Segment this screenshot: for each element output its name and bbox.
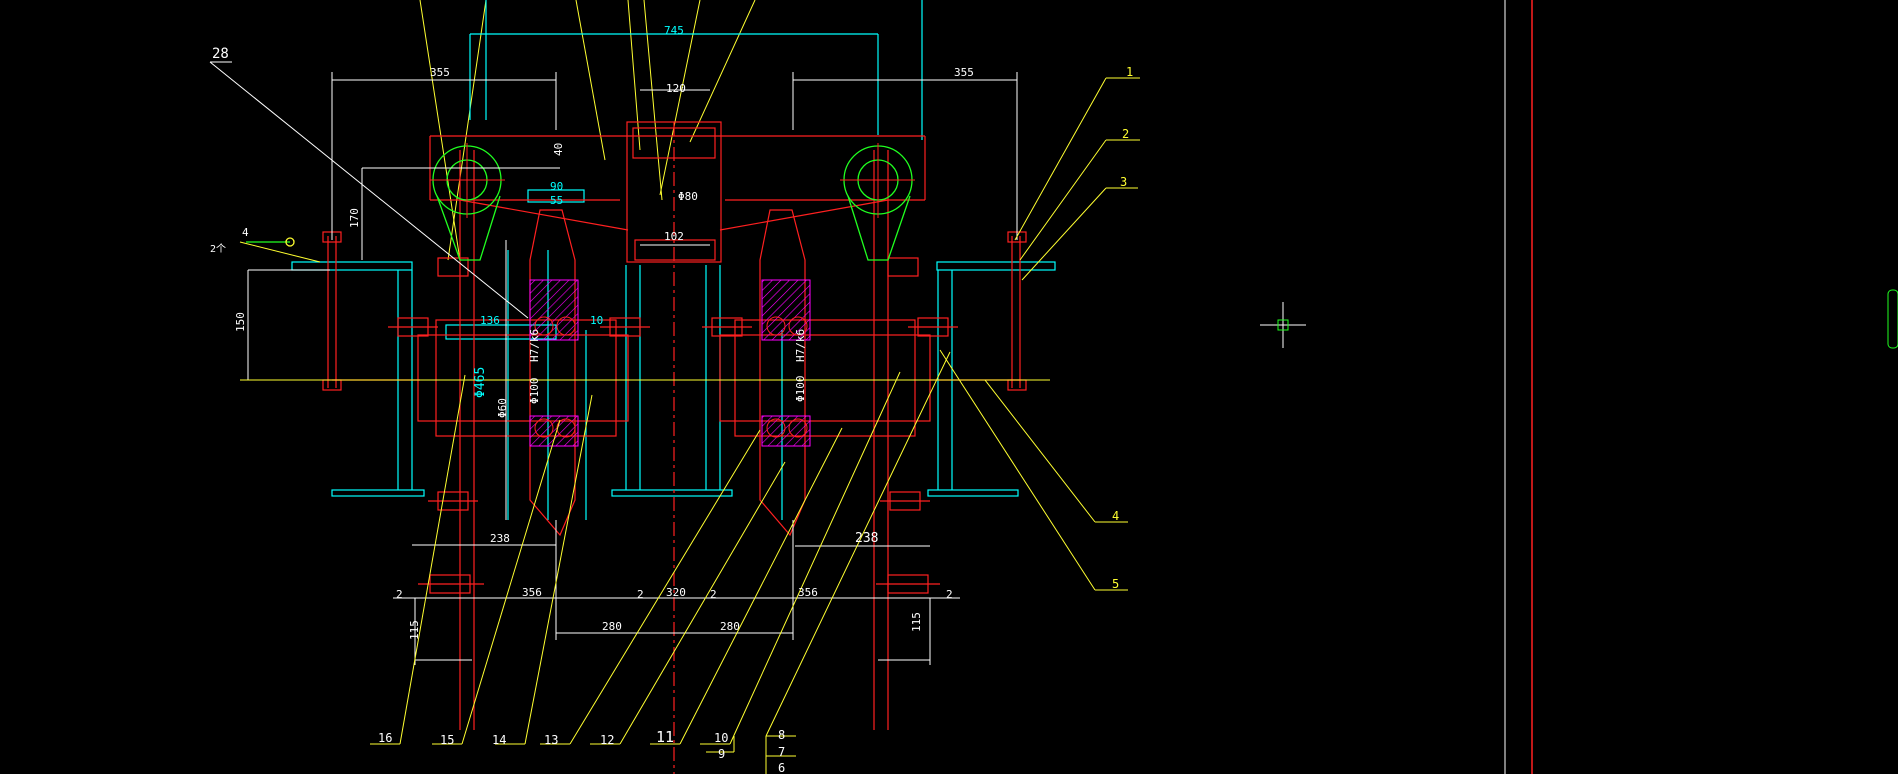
balloon-2: 2	[1122, 127, 1129, 141]
balloon-28: 28	[212, 46, 229, 62]
dim-102: 102	[664, 230, 684, 243]
dim-phi100-left: Φ100	[528, 378, 541, 405]
dim-55: 55	[550, 194, 563, 207]
dimension-labels: 745 355 355 120 40 170 150 90 55 Φ80 102…	[210, 24, 974, 640]
balloon-10: 10	[714, 731, 728, 745]
leader-line-28	[209, 61, 529, 319]
dim-2-d: 2	[946, 588, 953, 601]
balloon-3: 3	[1120, 175, 1127, 189]
frame-structure	[291, 0, 1056, 520]
mechanism-parts	[322, 121, 1027, 774]
dim-280-right: 280	[720, 620, 740, 633]
fit-tolerance-right: H7/k6	[794, 329, 807, 362]
dim-355-left: 355	[430, 66, 450, 79]
balloon-5: 5	[1112, 577, 1119, 591]
balloon-6: 6	[778, 761, 785, 774]
lifting-eye-centers	[430, 143, 915, 218]
balloon-16: 16	[378, 731, 392, 745]
balloon-12: 12	[600, 733, 614, 747]
dim-356-right: 356	[798, 586, 818, 599]
balloon-leader-lines	[370, 77, 1140, 774]
top-leader-lines	[419, 0, 756, 261]
balloon-7: 7	[778, 745, 785, 759]
viewcube-handle-icon[interactable]	[1887, 289, 1898, 349]
bearing-hatching	[529, 279, 811, 447]
dim-phi80: Φ80	[678, 190, 698, 203]
dim-120: 120	[666, 82, 686, 95]
balloon-8: 8	[778, 728, 785, 742]
dim-150: 150	[234, 312, 247, 332]
dim-115-right: 115	[910, 612, 923, 632]
dim-136: 136	[480, 314, 500, 327]
dim-phi60: Φ60	[496, 398, 509, 418]
dim-280-left: 280	[602, 620, 622, 633]
dim-phi100-right: Φ100	[794, 376, 807, 403]
part-balloons: 1 2 3 4 5 6 7 8 9 10 11 12 13 14 15 16 2…	[212, 46, 1133, 774]
dim-238-right: 238	[855, 531, 878, 546]
dim-170: 170	[348, 208, 361, 228]
dim-90: 90	[550, 180, 563, 193]
fit-tolerance-left: H7/k6	[528, 329, 541, 362]
crosshair-cursor-icon	[1260, 302, 1306, 348]
dim-320: 320	[666, 586, 686, 599]
bearing-balls	[534, 316, 808, 438]
dim-2-a: 2	[396, 588, 403, 601]
side-note-text: 2个	[210, 243, 226, 255]
balloon-9: 9	[718, 747, 725, 761]
dim-745: 745	[664, 24, 684, 37]
balloon-1: 1	[1126, 65, 1133, 79]
side-note-number: 4	[242, 226, 249, 239]
balloon-15: 15	[440, 733, 454, 747]
dim-355-right: 355	[954, 66, 974, 79]
balloon-4: 4	[1112, 509, 1119, 523]
dim-10: 10	[590, 314, 603, 327]
side-note-leader	[239, 241, 321, 263]
dim-356-left: 356	[522, 586, 542, 599]
balloon-11: 11	[656, 728, 674, 746]
balloon-14: 14	[492, 733, 506, 747]
dim-2-b: 2	[637, 588, 644, 601]
balloon-13: 13	[544, 733, 558, 747]
dim-115-left: 115	[408, 620, 421, 640]
dim-phi465: Φ465	[473, 367, 488, 398]
dim-2-c: 2	[710, 588, 717, 601]
dim-40: 40	[552, 143, 565, 156]
dim-238-left: 238	[490, 532, 510, 545]
side-pin-symbol	[246, 237, 295, 247]
